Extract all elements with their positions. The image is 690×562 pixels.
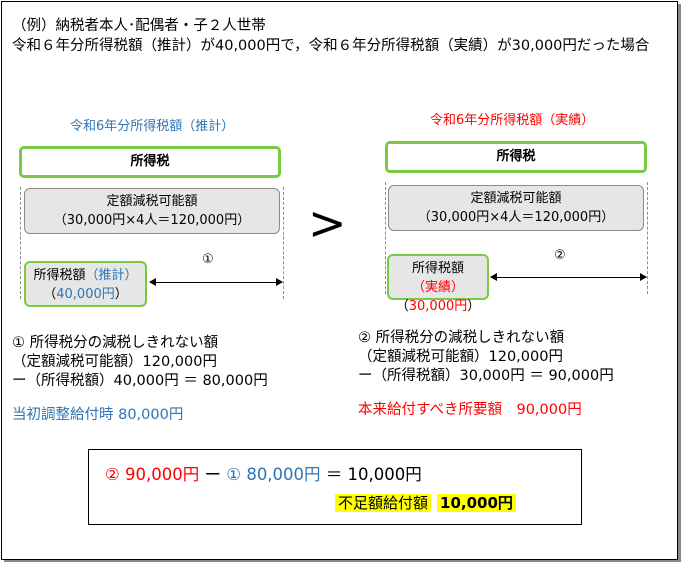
left-calc-line-3: ー（所得税額）40,000円 ＝ 80,000円 [12, 373, 268, 389]
left-arrow-marker: ① [202, 252, 214, 267]
result-formula: ② 90,000円 ー ① 80,000円 ＝ 10,000円 [105, 461, 422, 485]
left-dashed-line-end [283, 187, 284, 299]
result-minus: ー [204, 465, 222, 484]
result-equals: ＝ 10,000円 [325, 465, 422, 484]
right-deduction-label: 定額減税可能額 [470, 191, 562, 206]
result-box: ② 90,000円 ー ① 80,000円 ＝ 10,000円 不足額給付額 10… [88, 449, 582, 525]
left-income-tax-close: ） [114, 287, 128, 302]
left-span-arrow [149, 278, 283, 286]
right-span-arrow [490, 273, 647, 281]
left-calc-line-2: （定額減税可能額）120,000円 [12, 354, 217, 370]
left-calc-line-1: ① 所得税分の減税しきれない額 [12, 335, 219, 351]
right-income-tax-kind: （実績） [411, 280, 464, 295]
comparison-greater-than: > [308, 196, 347, 250]
right-deduction-box: 定額減税可能額 （30,000円×4人＝120,000円） [388, 185, 644, 231]
right-dashed-line-start [385, 182, 386, 294]
right-title: 令和6年分所得税額（実績） [430, 113, 595, 128]
shortfall-value: 10,000円 [437, 494, 516, 512]
right-calc-line-2: （定額減税可能額）120,000円 [358, 349, 563, 365]
right-income-tax-value: 30,000円 [408, 299, 468, 314]
left-income-tax-kind: （推計） [85, 268, 138, 283]
right-income-tax-box: 所得税額 （実績） （30,000円） [387, 254, 489, 314]
right-calc-line-3: ー（所得税額）30,000円 ＝ 90,000円 [358, 368, 614, 384]
header-line-2: 令和６年分所得税額（推計）が40,000円で，令和６年分所得税額（実績）が30,… [12, 38, 650, 54]
left-deduction-formula: （30,000円×4人＝120,000円） [53, 213, 251, 228]
left-income-tax-open: （ [43, 287, 57, 302]
left-deduction-label: 定額減税可能額 [106, 194, 198, 209]
shortfall-line: 不足額給付額 10,000円 [335, 492, 516, 513]
left-tax-box: 所得税 [19, 146, 281, 178]
header-line-1: （例）納税者本人･配偶者・子２人世帯 [12, 18, 266, 34]
shortfall-label: 不足額給付額 [335, 494, 432, 512]
right-calc-line-1: ② 所得税分の減税しきれない額 [358, 330, 565, 346]
left-income-tax-value: 40,000円 [56, 287, 115, 302]
left-summary: 当初調整給付時 80,000円 [12, 407, 184, 423]
diagram-frame: （例）納税者本人･配偶者・子２人世帯 令和６年分所得税額（推計）が40,000円… [1, 1, 678, 560]
left-income-tax-label: 所得税額 [33, 268, 86, 283]
right-income-tax-open: （ [395, 299, 409, 314]
right-deduction-formula: （30,000円×4人＝120,000円） [417, 210, 615, 225]
left-title: 令和6年分所得税額（推計） [70, 119, 235, 134]
result-part-2: ② 90,000円 [105, 465, 200, 484]
right-income-tax-close: ） [467, 299, 481, 314]
right-arrow-marker: ② [554, 248, 566, 263]
left-dashed-line-start [20, 187, 21, 299]
right-summary: 本来給付すべき所要額 90,000円 [358, 402, 582, 418]
result-part-1: ① 80,000円 [226, 465, 321, 484]
left-deduction-box: 定額減税可能額 （30,000円×4人＝120,000円） [24, 188, 280, 234]
right-tax-box: 所得税 [385, 141, 647, 173]
right-dashed-line-end [647, 182, 648, 294]
right-income-tax-label: 所得税額 [411, 261, 464, 276]
left-income-tax-box: 所得税額（推計） （40,000円） [24, 261, 147, 307]
